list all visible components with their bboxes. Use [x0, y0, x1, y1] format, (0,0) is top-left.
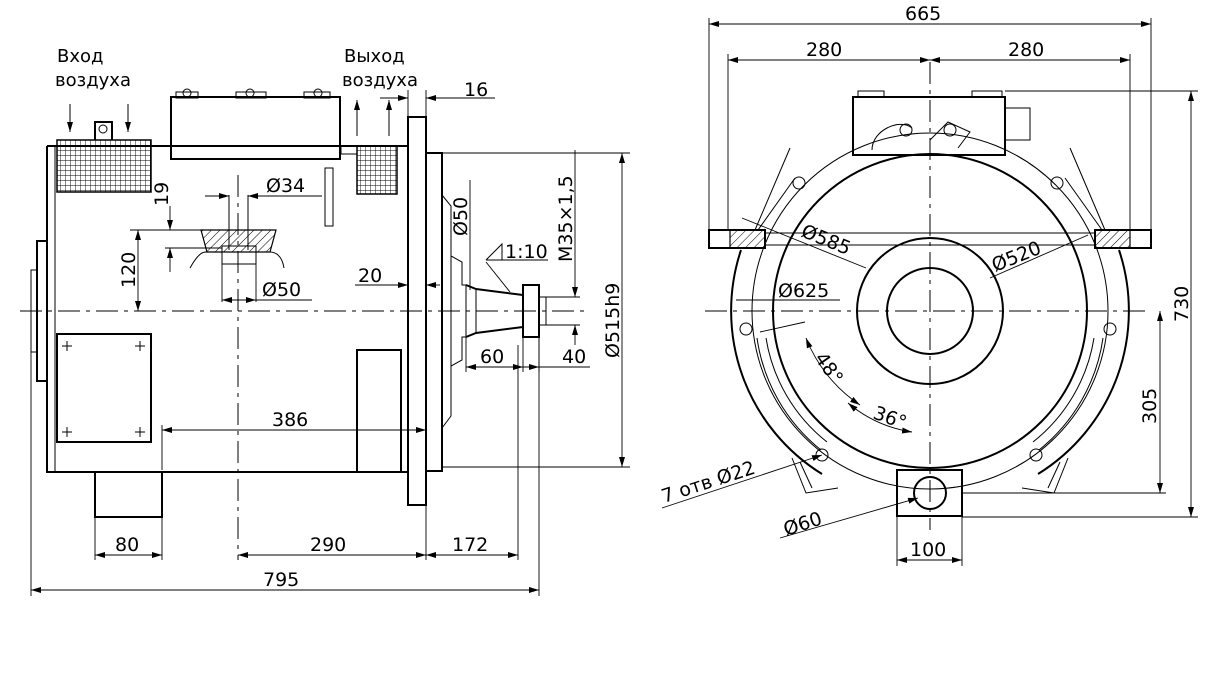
dim-16: 16	[380, 79, 495, 117]
svg-text:120: 120	[118, 252, 140, 288]
dim-phi515: Ø515h9	[442, 152, 630, 468]
svg-text:80: 80	[115, 534, 139, 556]
dim-phi50-hole: Ø50	[221, 264, 312, 303]
svg-text:48°: 48°	[810, 348, 847, 388]
svg-text:172: 172	[452, 534, 488, 556]
air-outlet-arrows	[354, 100, 392, 136]
outlet-grille	[356, 145, 398, 195]
lower-block	[356, 349, 402, 473]
front-view: 665 280 280 Ø585 Ø520 Ø625	[659, 3, 1198, 566]
dim-phi625: Ø625	[736, 280, 840, 302]
ribs	[754, 147, 1106, 231]
motor-housing	[46, 145, 408, 473]
air-inlet-label-2: воздуха	[55, 70, 131, 91]
svg-text:Ø515h9: Ø515h9	[602, 283, 624, 358]
cable-gland	[1004, 107, 1031, 141]
dim-280-right: 280	[930, 39, 1131, 230]
svg-text:19: 19	[151, 182, 173, 206]
svg-text:290: 290	[310, 534, 346, 556]
dim-665: 665	[708, 3, 1152, 230]
svg-text:280: 280	[806, 39, 842, 61]
svg-text:Ø520: Ø520	[989, 237, 1045, 277]
svg-text:20: 20	[358, 265, 382, 287]
flange-outer-left	[730, 249, 823, 475]
svg-text:100: 100	[910, 539, 946, 561]
svg-text:280: 280	[1008, 39, 1044, 61]
svg-text:Ø34: Ø34	[266, 175, 305, 197]
front-terminal-box	[852, 96, 1006, 156]
terminal-box	[170, 96, 341, 160]
svg-text:7 отв Ø22: 7 отв Ø22	[659, 457, 758, 508]
air-inlet-label-1: Вход	[57, 46, 103, 67]
terminal-bolts	[175, 88, 331, 99]
svg-text:386: 386	[272, 409, 308, 431]
dim-phi50-shaft: Ø50	[450, 180, 472, 290]
lifting-eye	[94, 121, 113, 140]
dim-120: 120	[118, 229, 201, 311]
dim-phi34: Ø34	[205, 175, 322, 199]
dim-290: 290	[238, 505, 427, 560]
foot	[94, 471, 163, 518]
air-outlet-label-2: воздуха	[342, 70, 418, 91]
svg-text:Ø625: Ø625	[778, 280, 829, 302]
bearing-boss-inner	[886, 267, 974, 355]
mounting-holes	[739, 176, 1117, 462]
dim-172: 172	[426, 345, 519, 560]
svg-text:305: 305	[1139, 388, 1161, 424]
svg-text:M35×1,5: M35×1,5	[555, 175, 577, 262]
vent-slot	[324, 167, 334, 227]
dim-phi520: Ø520	[989, 234, 1089, 279]
svg-text:60: 60	[480, 346, 504, 368]
svg-text:40: 40	[562, 346, 586, 368]
svg-text:Ø50: Ø50	[262, 279, 301, 301]
inlet-grille	[56, 139, 152, 193]
drain-hole	[913, 476, 947, 510]
svg-text:Ø50: Ø50	[450, 197, 472, 236]
svg-text:Ø60: Ø60	[781, 508, 825, 541]
cover-screws	[62, 341, 145, 437]
flange-circle	[751, 132, 1109, 490]
dim-36deg: 36°	[847, 402, 913, 434]
dim-80: 80	[94, 517, 163, 560]
dim-386: 386	[161, 409, 426, 470]
dim-20: 20	[355, 265, 440, 288]
side-view: Вход воздуха Выход воздуха 16 Ø34 19	[20, 46, 630, 596]
svg-text:730: 730	[1171, 286, 1193, 322]
cover-plate	[56, 333, 152, 443]
dim-m35: M35×1,5	[546, 150, 580, 345]
dim-100: 100	[896, 516, 963, 566]
svg-text:795: 795	[263, 569, 299, 591]
svg-text:1:10: 1:10	[505, 241, 548, 263]
dim-795: 795	[30, 337, 540, 596]
svg-text:36°: 36°	[870, 402, 909, 434]
dim-holes: 7 отв Ø22	[659, 454, 823, 509]
dim-19: 19	[151, 182, 222, 272]
dim-730: 730	[962, 90, 1198, 518]
svg-text:Ø585: Ø585	[798, 220, 854, 260]
dim-taper: 1:10	[485, 241, 548, 293]
svg-text:16: 16	[464, 79, 488, 101]
dim-305: 305	[962, 311, 1166, 494]
svg-text:665: 665	[905, 3, 941, 25]
mounting-boss-section	[200, 229, 277, 253]
dim-280-left: 280	[727, 39, 930, 230]
air-inlet-arrows	[67, 104, 131, 132]
bearing-boss-outer	[856, 237, 1004, 385]
air-outlet-label-1: Выход	[344, 46, 405, 67]
shaft-nut	[522, 284, 540, 338]
